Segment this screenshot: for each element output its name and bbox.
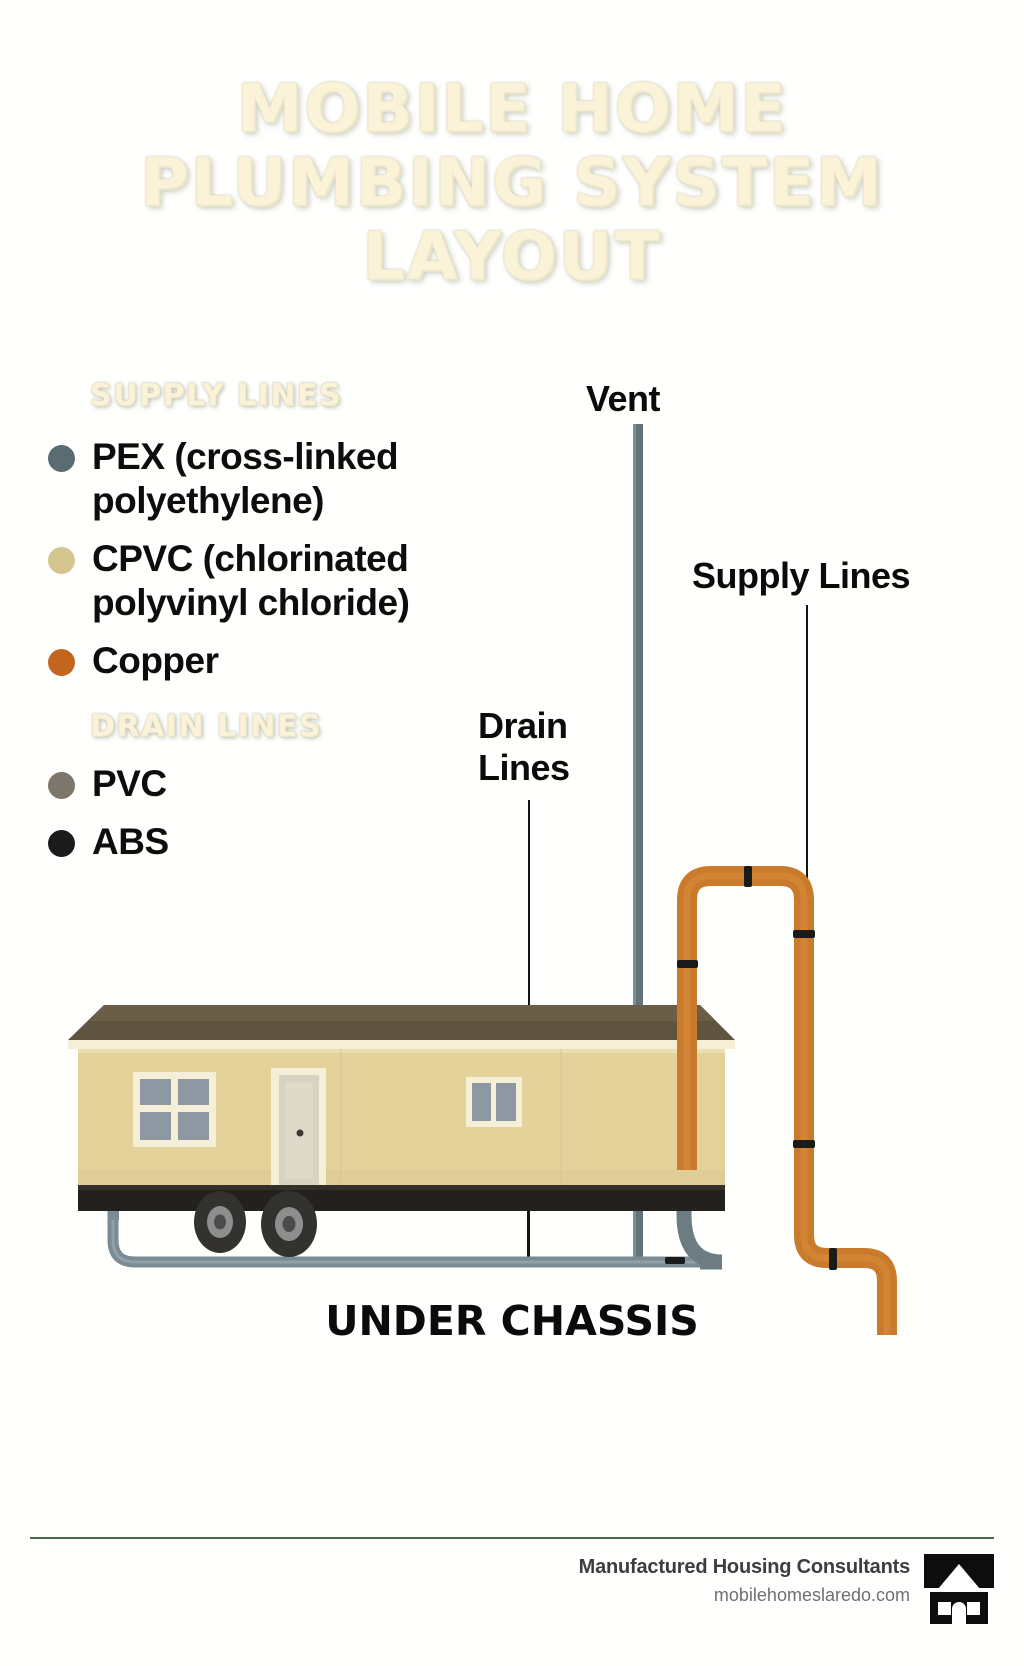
legend-label-cpvc: CPVC (chlorinated polyvinyl chloride) xyxy=(92,538,410,623)
legend-label-pex: PEX (cross-linked polyethylene) xyxy=(92,436,399,521)
legend-item-abs: ABS xyxy=(48,820,548,864)
footer-company-name: Manufactured Housing Consultants xyxy=(578,1556,911,1578)
legend-item-cpvc: CPVC (chlorinated polyvinyl chloride) xyxy=(48,537,548,625)
house-door-knob-icon xyxy=(296,1129,304,1137)
house-siding-seam-1 xyxy=(340,1049,342,1185)
callout-label-drain-line-2: Lines xyxy=(478,747,570,788)
title-line-1: MOBILE HOME xyxy=(236,70,788,147)
callout-label-drain-lines: Drain Lines xyxy=(478,705,570,789)
copper-coupling-4 xyxy=(793,1140,815,1148)
legend-label-pvc: PVC xyxy=(92,763,167,804)
legend: SUPPLY LINES PEX (cross-linked polyethyl… xyxy=(48,378,548,878)
callout-label-supply-lines: Supply Lines xyxy=(692,555,911,596)
company-logo-home-icon xyxy=(924,1554,994,1624)
title-line-3: LAYOUT xyxy=(362,218,662,295)
drain-line-vertical xyxy=(527,1190,530,1265)
footer-text-block: Manufactured Housing Consultants mobileh… xyxy=(578,1556,911,1606)
callout-label-drain-line-1: Drain xyxy=(478,705,568,746)
title-line-2: PLUMBING SYSTEM xyxy=(140,144,884,221)
legend-heading-supply-lines: SUPPLY LINES xyxy=(90,378,343,414)
legend-label-abs: ABS xyxy=(92,821,169,862)
window-right-mullion xyxy=(491,1083,496,1121)
copper-coupling-1 xyxy=(677,960,698,968)
drain-coupling-2 xyxy=(665,1257,685,1264)
legend-swatch-copper-icon xyxy=(48,649,75,676)
wheel-rear xyxy=(261,1191,317,1257)
page-title: MOBILE HOME PLUMBING SYSTEM LAYOUT xyxy=(0,70,1024,295)
legend-item-pex: PEX (cross-linked polyethylene) xyxy=(48,435,548,523)
copper-coupling-5 xyxy=(829,1248,837,1270)
footer-website-url[interactable]: mobilehomeslaredo.com xyxy=(713,1585,910,1605)
legend-item-pvc: PVC xyxy=(48,762,548,806)
legend-item-copper: Copper xyxy=(48,639,548,683)
house-roof-highlight xyxy=(90,1005,716,1021)
footer-divider xyxy=(30,1537,994,1539)
house-siding-seam-2 xyxy=(560,1049,562,1185)
window-mullion-horizontal xyxy=(140,1105,209,1112)
legend-label-copper: Copper xyxy=(92,640,219,681)
copper-coupling-2 xyxy=(744,866,752,887)
legend-swatch-cpvc-icon xyxy=(48,547,75,574)
legend-swatch-pvc-icon xyxy=(48,772,75,799)
wheel-front xyxy=(194,1191,246,1253)
drain-stack-pipe xyxy=(676,1150,723,1270)
copper-pipe-lower-run xyxy=(794,1136,897,1335)
copper-coupling-3 xyxy=(793,930,815,938)
footer: Manufactured Housing Consultants mobileh… xyxy=(0,1554,1024,1646)
vent-pipe xyxy=(633,424,643,1264)
house-roof-trim xyxy=(68,1040,735,1049)
callout-label-under-chassis: UNDER CHASSIS xyxy=(325,1297,699,1345)
legend-heading-drain-lines: DRAIN LINES xyxy=(90,709,322,745)
legend-swatch-pex-icon xyxy=(48,445,75,472)
callout-label-vent: Vent xyxy=(586,378,661,419)
legend-swatch-abs-icon xyxy=(48,830,75,857)
